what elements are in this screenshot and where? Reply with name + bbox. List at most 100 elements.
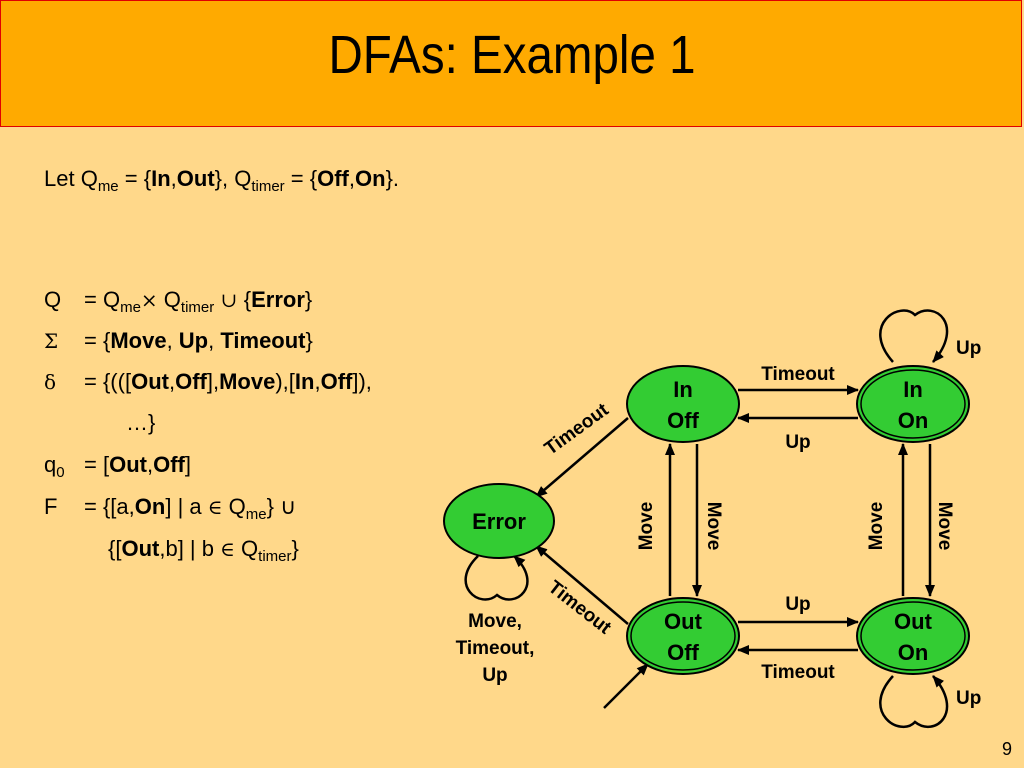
f-sub-timer: timer	[258, 548, 292, 565]
q0-off: Off	[153, 452, 185, 477]
f-out: Out	[121, 536, 160, 561]
q-open: {	[243, 287, 252, 312]
sigma-up: Up	[178, 328, 209, 353]
state-out-on-line1: Out	[894, 609, 933, 634]
delta-eq: = {(([	[84, 369, 132, 394]
delta-move: Move	[219, 369, 276, 394]
label-error-self-2: Timeout,	[456, 638, 535, 659]
q-q2: Q	[157, 287, 181, 312]
delta-c5: ]),	[352, 369, 372, 394]
end-text: }.	[385, 166, 400, 191]
comma-2: ,	[348, 166, 355, 191]
sigma-eq: = {	[84, 328, 111, 353]
sigma-symbol: Σ	[44, 329, 59, 353]
state-in-off-line1: In	[673, 377, 693, 402]
delta-off: Off	[175, 369, 207, 394]
delta-c2: ],	[206, 369, 220, 394]
label-move-right-2: Move	[934, 502, 955, 551]
sigma-line: = {Move, Up, Timeout}	[84, 328, 313, 354]
f-line-2: {[Out,b] | b ∈ Qtimer}	[108, 536, 299, 565]
label-error-self-3: Up	[482, 665, 507, 686]
states	[443, 365, 970, 675]
label-up-top: Up	[785, 432, 810, 453]
mid-text: }, Q	[214, 166, 252, 191]
state-in-on-line2: On	[898, 408, 929, 433]
state-out-on	[856, 597, 970, 675]
f-open2: {[	[108, 536, 122, 561]
state-error-label: Error	[472, 509, 526, 534]
delta-symbol: δ	[44, 370, 57, 394]
q0-eq: = [	[84, 452, 110, 477]
state-in-on-line1: In	[903, 377, 923, 402]
union-symbol: ∪	[214, 288, 244, 312]
q0-line: = [Out,Off]	[84, 452, 191, 478]
f-on: On	[134, 494, 166, 519]
label-move-left-2: Move	[703, 502, 724, 551]
state-in: In	[151, 166, 171, 191]
f-close2: }	[291, 536, 299, 561]
state-out-off-accepting-ring	[630, 601, 736, 671]
q0-q: q	[44, 452, 57, 477]
element-of-symbol: ∈	[207, 495, 223, 519]
f-q2: Q	[234, 536, 259, 561]
label-timeout-top: Timeout	[761, 364, 835, 385]
delta-continuation: …}	[126, 410, 156, 435]
element-of-symbol-2: ∈	[220, 537, 235, 561]
eq-text: = {	[118, 166, 152, 191]
label-error-self-1: Move,	[468, 611, 522, 632]
delta-c1: ,	[168, 369, 176, 394]
f-mid: ] | a	[165, 494, 208, 519]
delta-off2: Off	[320, 369, 353, 394]
q-line: = Qme× Qtimer ∪ {Error}	[84, 287, 313, 316]
label-move-right-1: Move	[866, 502, 887, 551]
q0-comma: ,	[146, 452, 154, 477]
state-out: Out	[176, 166, 215, 191]
q-error: Error	[251, 287, 305, 312]
label-timeout-bottom: Timeout	[761, 662, 835, 683]
state-out-on-line2: On	[898, 640, 929, 665]
f-line: = {[a,On] | a ∈ Qme} ∪	[84, 494, 297, 523]
state-in-on	[856, 365, 970, 443]
state-out-on-accepting-ring	[860, 601, 966, 671]
delta-out: Out	[131, 369, 169, 394]
state-on: On	[355, 166, 386, 191]
label-up-self-top: Up	[956, 338, 981, 359]
self-loop-outon	[879, 675, 949, 729]
state-out-off	[626, 597, 740, 675]
state-off: Off	[317, 166, 349, 191]
start-arrow	[603, 663, 649, 709]
q-close: }	[304, 287, 313, 312]
f-eq: = {[a,	[84, 494, 135, 519]
sub-me: me	[97, 178, 119, 195]
let-line: Let Qme = {In,Out}, Qtimer = {Off,On}.	[44, 166, 400, 195]
delta-c4: ,	[314, 369, 321, 394]
eq-text-2: = {	[284, 166, 318, 191]
self-loop-inon	[879, 309, 949, 363]
state-error	[443, 483, 555, 559]
q0-lhs: q0	[44, 452, 65, 480]
label-timeout-to-error-top: Timeout	[541, 399, 613, 460]
f-sub-me: me	[245, 506, 267, 523]
sigma-move: Move	[110, 328, 167, 353]
sigma-c1: ,	[166, 328, 179, 353]
delta-c3: ),[	[275, 369, 295, 394]
transitions	[464, 309, 949, 729]
sub-timer: timer	[251, 178, 285, 195]
state-out-off-line2: Off	[667, 640, 699, 665]
q-sub-me: me	[120, 299, 141, 316]
state-out-off-line1: Out	[664, 609, 703, 634]
comma: ,	[170, 166, 177, 191]
edge-outoff-to-error	[535, 545, 629, 625]
f-lhs: F	[44, 494, 58, 519]
state-in-off	[626, 365, 740, 443]
self-loop-error	[464, 555, 529, 601]
page-number: 9	[1001, 739, 1012, 759]
label-move-left-1: Move	[636, 502, 657, 551]
f-close: } ∪	[266, 494, 297, 519]
state-in-on-accepting-ring	[860, 369, 966, 439]
q-eq: = Q	[84, 287, 121, 312]
f-q: Q	[222, 494, 246, 519]
edge-inoff-to-error	[535, 417, 629, 498]
let-text: Let Q	[44, 166, 98, 191]
